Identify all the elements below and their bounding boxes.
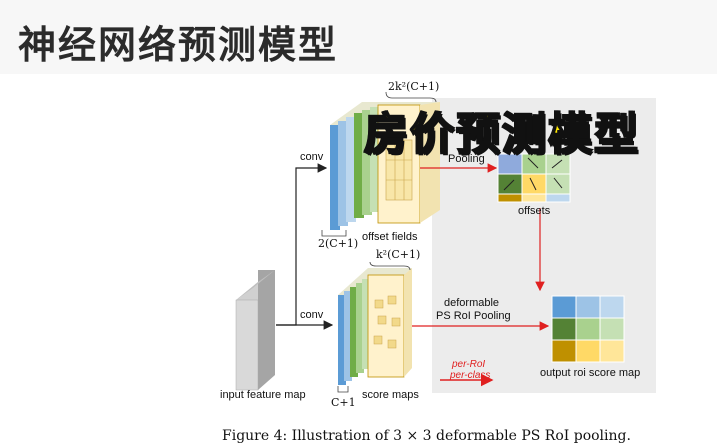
deformable-label-line2: PS RoI Pooling xyxy=(436,310,511,322)
bottom-dim-label: C+1 xyxy=(331,396,356,409)
conv-bottom-label: conv xyxy=(300,309,324,321)
output-map-label: output roi score map xyxy=(540,367,640,379)
per-roi-label: per-RoI xyxy=(451,359,485,370)
input-feature-map xyxy=(235,270,275,391)
pooling-label: Pooling xyxy=(448,153,485,165)
score-maps-label: score maps xyxy=(362,389,419,401)
offset-channels-label: 2k²(C+1) xyxy=(388,80,439,93)
top-dim-label: 2(C+1) xyxy=(318,237,358,250)
input-feature-map-label: input feature map xyxy=(220,389,306,401)
offsets-label: offsets xyxy=(518,205,551,217)
conv-top-label: conv xyxy=(300,151,324,163)
score-maps-stack xyxy=(338,268,412,385)
per-class-label: per-class xyxy=(449,370,490,381)
offset-fields-label: offset fields xyxy=(362,231,418,243)
deformable-label-line1: deformable xyxy=(444,297,499,309)
page-title: 神经网络预测模型 xyxy=(18,23,339,67)
output-score-map xyxy=(551,295,625,363)
score-channels-label: k²(C+1) xyxy=(376,248,420,261)
overlay-title: 房价预测模型 xyxy=(363,108,640,161)
offset-fields-stack xyxy=(330,102,440,230)
figure-caption: Figure 4: Illustration of 3 × 3 deformab… xyxy=(222,428,631,444)
offsets-grid xyxy=(497,153,571,203)
